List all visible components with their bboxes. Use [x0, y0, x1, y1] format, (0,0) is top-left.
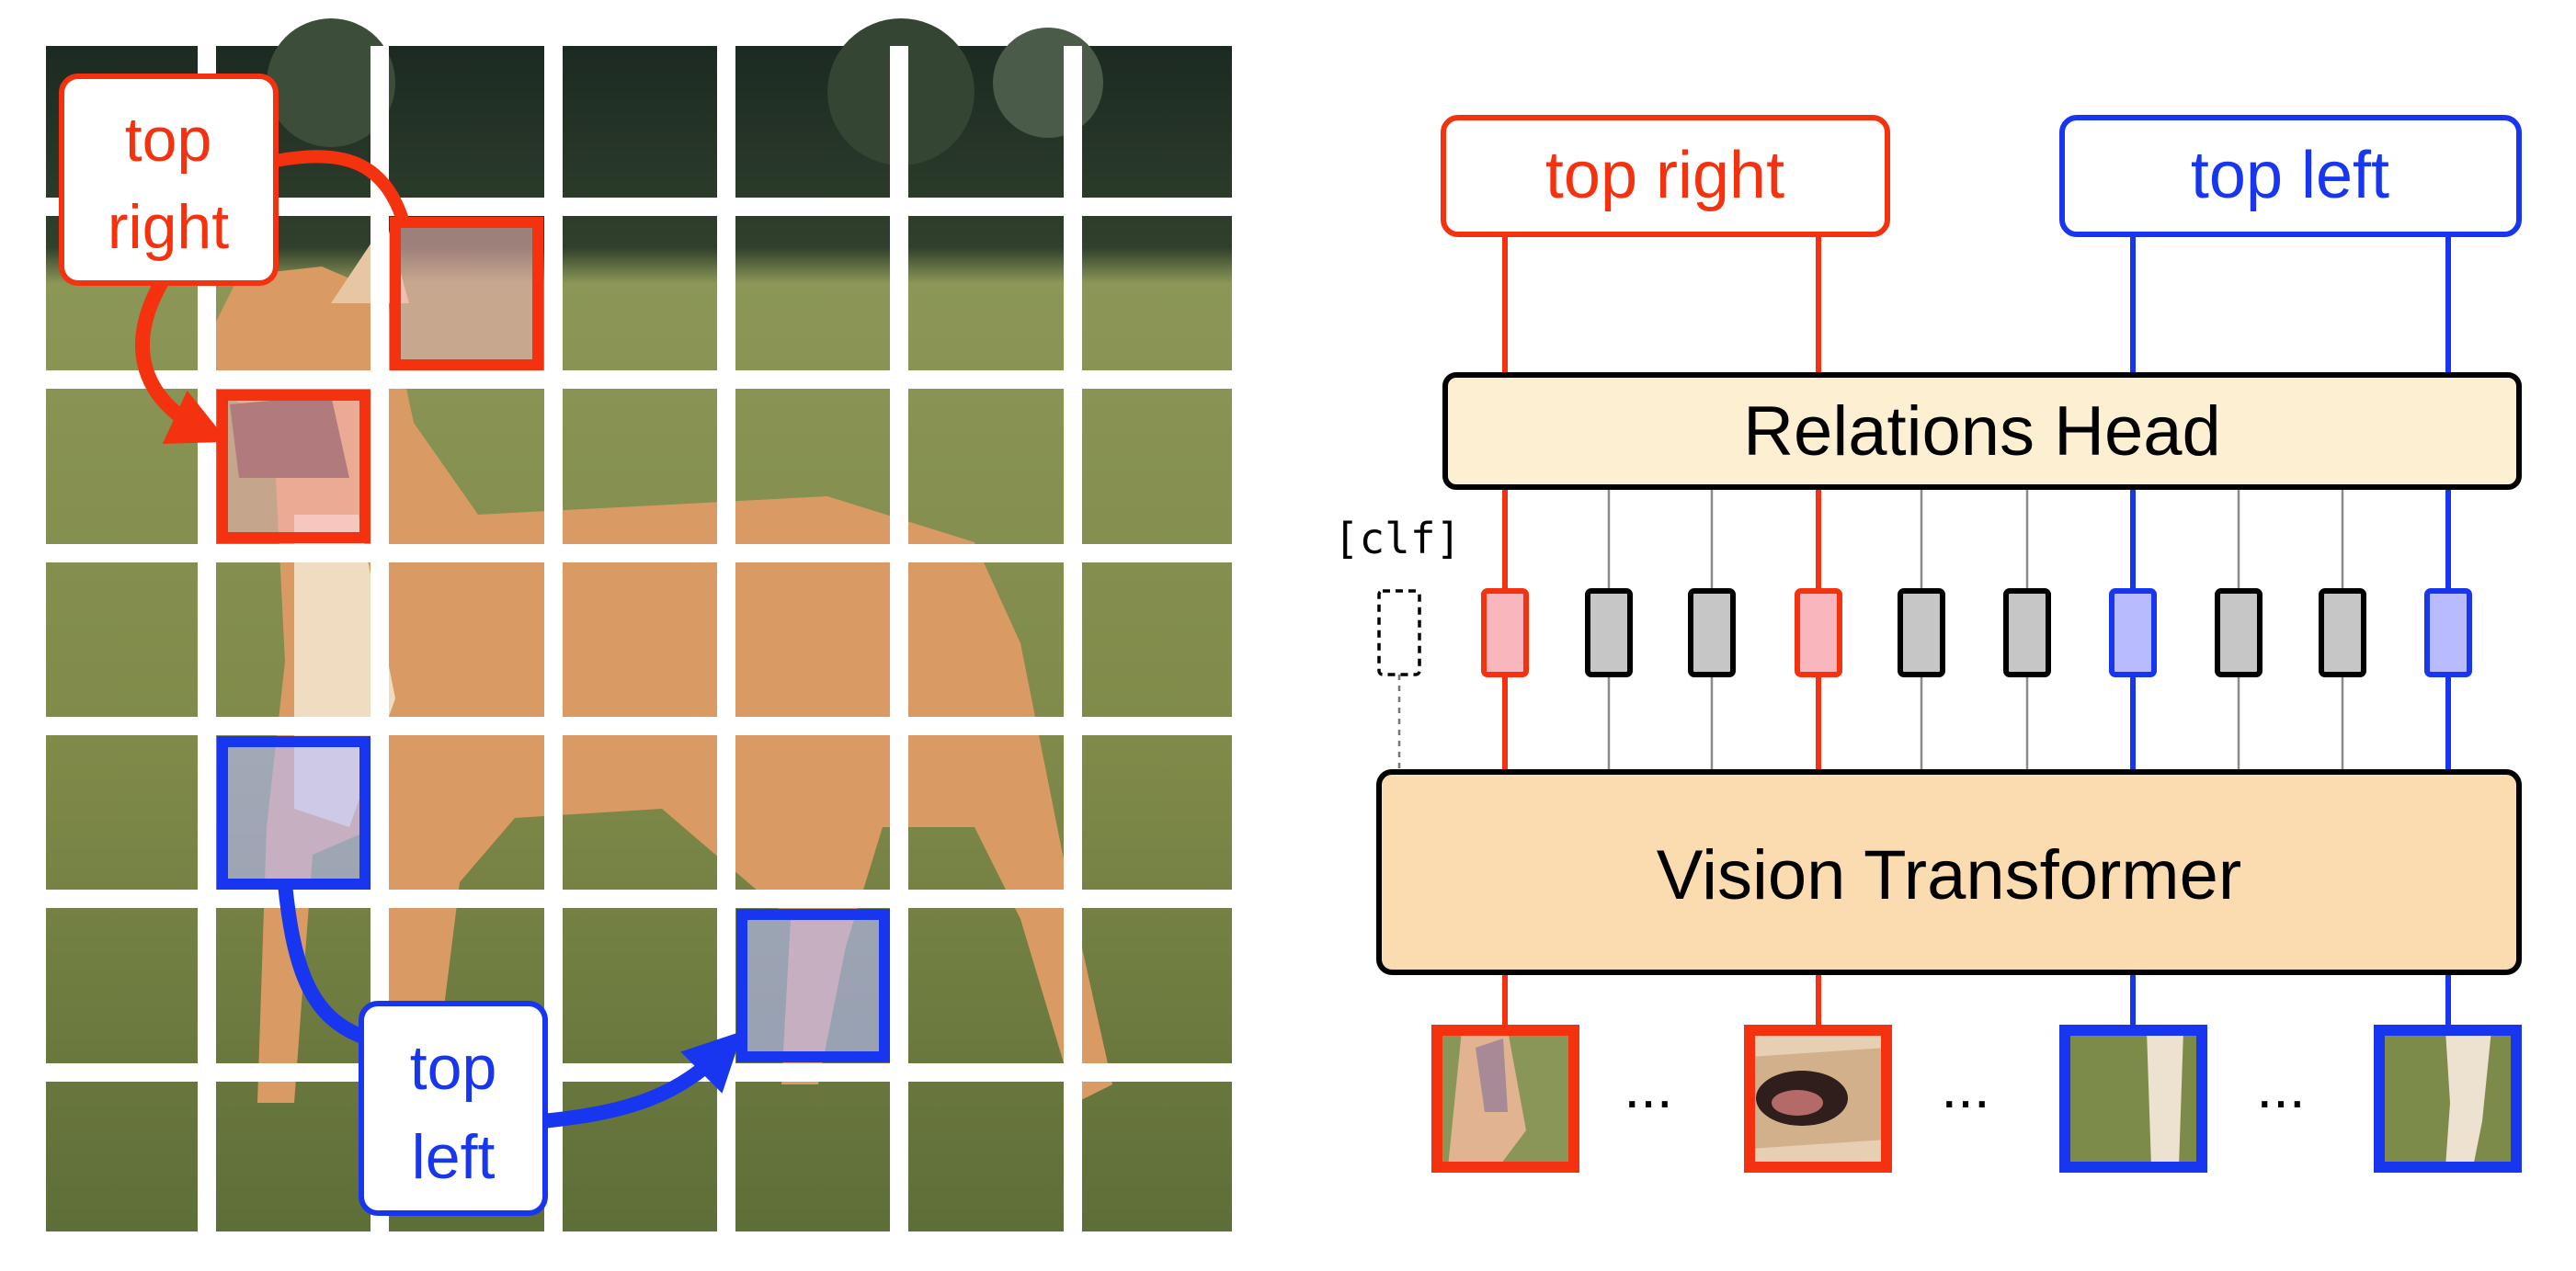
input-patch-leg	[2059, 1025, 2207, 1173]
input-patch-mouth	[1744, 1025, 1892, 1173]
top-left-label-box: top left	[359, 1001, 548, 1216]
arrow-top-left-to-leg	[541, 1030, 744, 1129]
top-right-output-box: top right	[1441, 115, 1890, 237]
clf-token-label: [clf]	[1334, 514, 1461, 563]
input-patch-ear	[1431, 1025, 1579, 1173]
top-left-label-line1: top	[410, 1033, 497, 1103]
vision-transformer-label: Vision Transformer	[1657, 836, 2241, 914]
left-panel: top right top left	[46, 18, 1232, 1231]
top-right-output-label: top right	[1545, 139, 1784, 212]
right-panel: top right top left Relations Head [clf]	[1334, 115, 2522, 1173]
token-gray	[2003, 588, 2051, 677]
vision-transformer-box: Vision Transformer	[1376, 769, 2522, 975]
token-gray	[2319, 588, 2366, 677]
clf-token	[1377, 589, 1421, 676]
top-left-label-line2: left	[412, 1122, 496, 1192]
ellipsis: ...	[1624, 1054, 1672, 1120]
highlight-patch-chest	[217, 736, 370, 890]
token-red	[1795, 588, 1842, 677]
top-right-label-box: top right	[59, 74, 279, 286]
highlight-patch-mouth	[217, 390, 370, 543]
relations-head-box: Relations Head	[1442, 372, 2522, 490]
top-right-label-line2: right	[108, 192, 229, 262]
arrow-top-right-to-ear	[274, 150, 411, 228]
top-left-output-label: top left	[2191, 139, 2389, 212]
patch-grid	[46, 46, 1232, 1231]
input-patch-leg	[2374, 1025, 2522, 1173]
ellipsis: ...	[1941, 1054, 1989, 1120]
token-blue	[2109, 588, 2157, 677]
relations-head-label: Relations Head	[1743, 392, 2221, 471]
highlight-patch-ear	[390, 217, 543, 370]
token-blue	[2424, 588, 2472, 677]
token-gray	[1688, 588, 1736, 677]
token-gray	[1585, 588, 1633, 677]
ellipsis: ...	[2256, 1054, 2305, 1120]
token-gray	[1898, 588, 1945, 677]
arrow-top-right-to-mouth	[135, 271, 229, 444]
arrow-top-left-from-chest	[278, 883, 370, 1046]
top-left-output-box: top left	[2059, 115, 2522, 237]
token-gray	[2215, 588, 2263, 677]
token-red	[1481, 588, 1529, 677]
token-row	[1377, 588, 2472, 677]
highlight-patch-leg	[736, 909, 890, 1062]
top-right-label-line1: top	[125, 105, 212, 175]
